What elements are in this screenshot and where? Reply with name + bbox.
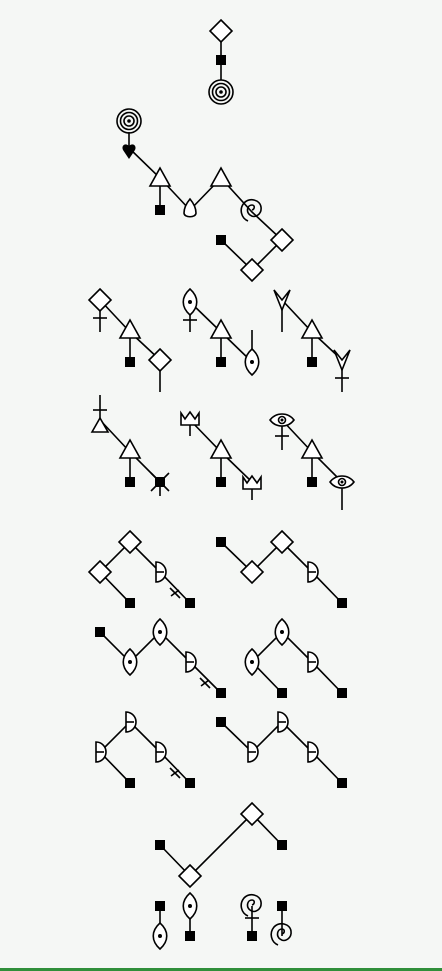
- concentric-circle-icon: [208, 79, 234, 105]
- square-icon: [124, 356, 136, 368]
- triangle-icon: [210, 319, 232, 339]
- almond-icon: [182, 288, 198, 316]
- crown-icon: [242, 475, 262, 501]
- square-icon: [154, 839, 166, 851]
- group-7: [180, 411, 262, 501]
- halfmoon-icon: [277, 711, 289, 733]
- heart-icon: [121, 143, 137, 160]
- square-icon: [215, 54, 227, 66]
- arrowhead-icon: [333, 349, 351, 371]
- eye-icon: [269, 413, 295, 427]
- almond-icon: [244, 348, 260, 376]
- triangle-icon: [301, 319, 323, 339]
- group-11: [94, 618, 227, 699]
- eye-icon: [329, 475, 355, 489]
- halfmoon-icon: [155, 741, 167, 763]
- halfmoon-icon: [307, 651, 319, 673]
- halfmoon-icon: [307, 741, 319, 763]
- square-icon: [184, 777, 196, 789]
- diamond-icon: [209, 19, 233, 43]
- square-icon: [215, 476, 227, 488]
- square-icon: [184, 597, 196, 609]
- square-icon: [276, 687, 288, 699]
- square-icon: [336, 687, 348, 699]
- flame-icon: [183, 198, 197, 218]
- cross-arrow-icon: [90, 416, 110, 433]
- halfmoon-icon: [247, 741, 259, 763]
- group-14: [215, 711, 348, 789]
- triangle-icon: [119, 439, 141, 459]
- concentric-circle-icon: [116, 108, 142, 134]
- square-icon: [276, 900, 288, 912]
- triangle-icon: [301, 439, 323, 459]
- square-icon: [215, 687, 227, 699]
- group-6: [90, 395, 170, 496]
- square-icon: [154, 204, 166, 216]
- group-8: [269, 413, 355, 510]
- almond-icon: [244, 648, 260, 676]
- group-17: [240, 893, 292, 946]
- square-icon: [336, 777, 348, 789]
- square-icon: [306, 356, 318, 368]
- square-icon: [215, 356, 227, 368]
- square-icon: [215, 234, 227, 246]
- square-icon: [154, 476, 166, 488]
- halfmoon-icon: [185, 651, 197, 673]
- group-1: [208, 19, 234, 105]
- almond-icon: [122, 648, 138, 676]
- halfmoon-icon: [307, 561, 319, 583]
- group-13: [95, 711, 196, 789]
- square-icon: [124, 476, 136, 488]
- group-5: [273, 289, 351, 392]
- square-icon: [276, 839, 288, 851]
- group-4: [182, 288, 260, 376]
- group-3: [88, 288, 172, 392]
- triangle-icon: [210, 167, 232, 187]
- square-icon: [94, 626, 106, 638]
- triangle-icon: [210, 439, 232, 459]
- group-2: [116, 108, 294, 282]
- group-9: [88, 530, 196, 609]
- halfmoon-icon: [95, 741, 107, 763]
- square-icon: [124, 777, 136, 789]
- spiral-icon: [270, 922, 292, 946]
- almond-icon: [152, 922, 168, 950]
- crown-icon: [180, 411, 200, 437]
- square-icon: [215, 536, 227, 548]
- square-icon: [246, 930, 258, 942]
- halfmoon-icon: [155, 561, 167, 583]
- square-icon: [336, 597, 348, 609]
- almond-icon: [152, 618, 168, 646]
- group-12: [244, 618, 348, 699]
- square-icon: [124, 597, 136, 609]
- spiral-icon: [240, 893, 262, 917]
- group-15: [154, 802, 288, 888]
- group-16: [152, 892, 198, 950]
- square-icon: [306, 476, 318, 488]
- bottom-border: [0, 968, 442, 971]
- square-icon: [215, 716, 227, 728]
- square-icon: [184, 930, 196, 942]
- almond-icon: [274, 618, 290, 646]
- almond-icon: [182, 892, 198, 920]
- halfmoon-icon: [125, 711, 137, 733]
- triangle-icon: [119, 319, 141, 339]
- square-icon: [154, 900, 166, 912]
- group-10: [215, 530, 348, 609]
